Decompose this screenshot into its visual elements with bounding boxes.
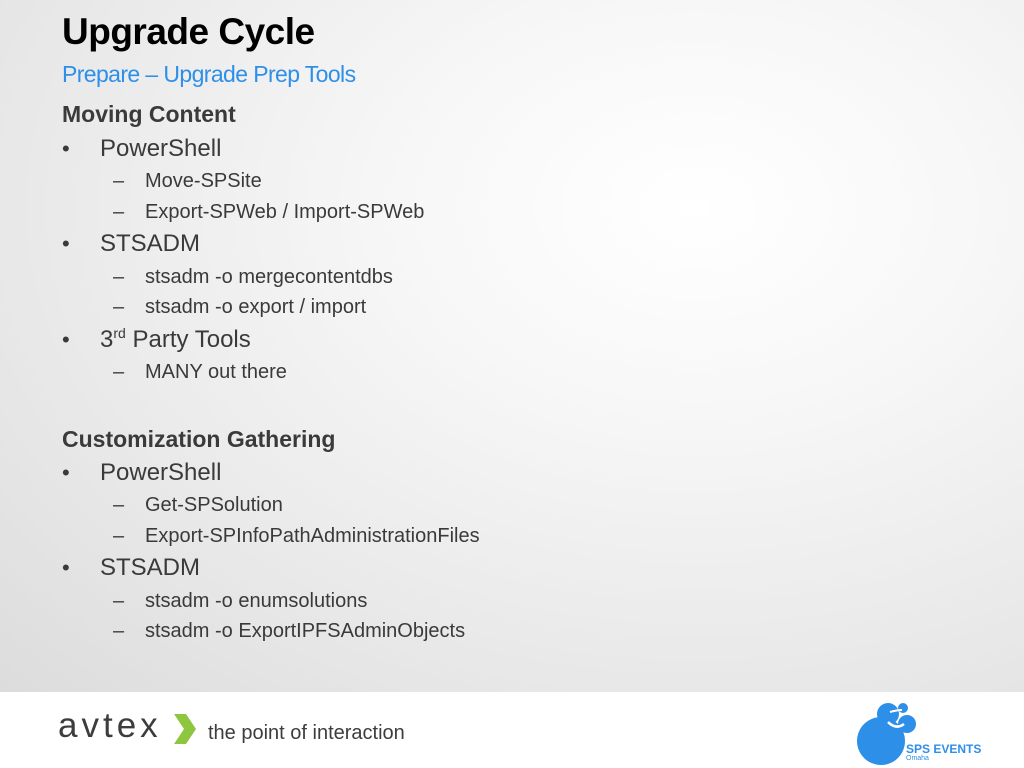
avtex-wordmark: avtex (58, 706, 162, 745)
sub-bullet-label: stsadm -o mergecontentdbs (145, 266, 393, 288)
bullet-label-prefix: 3 (100, 326, 114, 353)
bubble-cluster-icon (857, 703, 916, 765)
sps-events-name: SPS EVENTS (906, 742, 982, 756)
avtex-tagline: the point of interaction (208, 722, 405, 744)
bullet-label: STSADM (100, 554, 201, 581)
dash-marker: – (113, 170, 125, 192)
dash-marker: – (113, 361, 125, 383)
sps-events-city: Omaha (906, 755, 929, 762)
dash-marker: – (113, 201, 125, 223)
sub-bullet-label: MANY out there (145, 361, 287, 383)
dash-marker: – (113, 296, 125, 318)
bullet-marker: • (62, 136, 70, 161)
slide-area: Upgrade Cycle Prepare – Upgrade Prep Too… (0, 0, 1024, 692)
dash-marker: – (113, 620, 125, 642)
sps-events-logo: SPS EVENTS Omaha (852, 700, 992, 766)
dash-marker: – (113, 266, 125, 288)
sub-bullet-label: Export-SPInfoPathAdministrationFiles (145, 525, 480, 547)
bullet-label: STSADM (100, 230, 201, 257)
bullet-label: PowerShell (100, 459, 222, 486)
bullet-label: PowerShell (100, 135, 222, 162)
dash-marker: – (113, 494, 125, 516)
slide-subtitle: Prepare – Upgrade Prep Tools (62, 61, 356, 87)
sub-bullet-label: stsadm -o ExportIPFSAdminObjects (145, 620, 466, 642)
slide-footer: avtex the point of interaction SPS EVENT… (0, 692, 1024, 768)
sub-bullet-label: Get-SPSolution (145, 494, 283, 516)
bullet-label: 3rd Party Tools (100, 325, 251, 355)
sub-bullet-label: stsadm -o export / import (145, 296, 367, 318)
slide-content: Moving Content • PowerShell – Move-SPSit… (62, 0, 962, 692)
section-heading-moving-content: Moving Content (62, 101, 236, 127)
dash-marker: – (113, 590, 125, 612)
slide-title: Upgrade Cycle (62, 11, 315, 52)
dash-marker: – (113, 525, 125, 547)
sub-bullet-label: Export-SPWeb / Import-SPWeb (145, 201, 425, 223)
bullet-label-superscript: rd (113, 325, 126, 341)
bullet-label-suffix: Party Tools (125, 326, 251, 353)
sub-bullet-label: Move-SPSite (145, 170, 262, 192)
sub-bullet-label: stsadm -o enumsolutions (145, 590, 368, 612)
bullet-marker: • (62, 231, 70, 256)
bullet-marker: • (62, 327, 70, 352)
section-heading-customization-gathering: Customization Gathering (62, 426, 336, 452)
bullet-marker: • (62, 460, 70, 485)
bullet-marker: • (62, 555, 70, 580)
chevron-right-icon (174, 714, 196, 744)
